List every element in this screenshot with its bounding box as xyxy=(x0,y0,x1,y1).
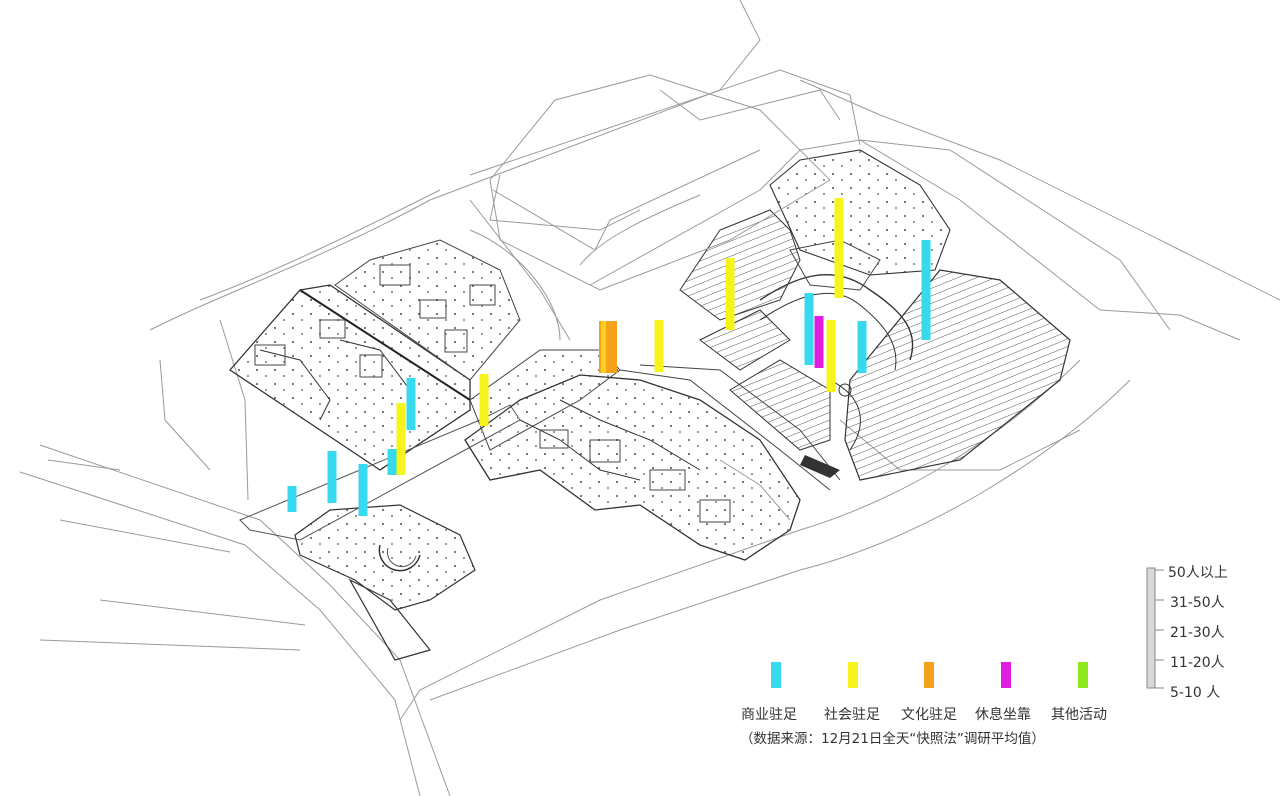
activity-bar-5 xyxy=(406,378,416,430)
activity-bars xyxy=(287,198,931,516)
scale-label-21-30: 21-30人 xyxy=(1170,625,1225,641)
legend-swatch-rest xyxy=(1001,662,1011,688)
activity-bar-0 xyxy=(287,486,297,512)
legend-label-rest: 休息坐靠 xyxy=(975,707,1031,723)
activity-bar-2 xyxy=(358,464,368,516)
activity-bar-9 xyxy=(725,258,735,330)
legend-swatch-other xyxy=(1078,662,1088,688)
legend-label-social: 社会驻足 xyxy=(824,707,880,723)
activity-bar-4 xyxy=(396,403,406,475)
activity-bar-12 xyxy=(834,198,844,298)
east-complex xyxy=(679,149,1071,481)
legend-swatch-social xyxy=(848,662,858,688)
scale-bar xyxy=(1146,567,1164,689)
activity-bar-14 xyxy=(857,321,867,373)
legend-label-commercial: 商业驻足 xyxy=(741,707,797,723)
activity-bar-15 xyxy=(921,240,931,340)
legend-swatches xyxy=(771,662,1088,688)
activity-bar-8 xyxy=(654,320,664,372)
activity-bar-10 xyxy=(804,293,814,365)
legend-label-cultural: 文化驻足 xyxy=(901,707,957,723)
activity-bar-11 xyxy=(814,316,824,368)
scale-label-11-20: 11-20人 xyxy=(1170,655,1225,671)
activity-bar-3 xyxy=(387,449,397,475)
activity-bar-7-highlight xyxy=(601,321,606,373)
legend-swatch-commercial xyxy=(771,662,781,688)
data-source-note: （数据来源：12月21日全天“快照法”调研平均值） xyxy=(740,731,1045,747)
north-parcel-outline xyxy=(489,74,831,291)
scale-label-50-plus: 50人以上 xyxy=(1168,565,1228,581)
legend-swatch-cultural xyxy=(924,662,934,688)
activity-bar-1 xyxy=(327,451,337,503)
activity-bar-6 xyxy=(479,374,489,426)
legend-label-other: 其他活动 xyxy=(1051,707,1107,723)
road-network xyxy=(19,0,1280,796)
activity-bar-13 xyxy=(826,320,836,392)
scale-label-31-50: 31-50人 xyxy=(1170,595,1225,611)
scale-label-5-10: 5-10 人 xyxy=(1170,685,1221,701)
scale-bar-track xyxy=(1146,567,1156,689)
